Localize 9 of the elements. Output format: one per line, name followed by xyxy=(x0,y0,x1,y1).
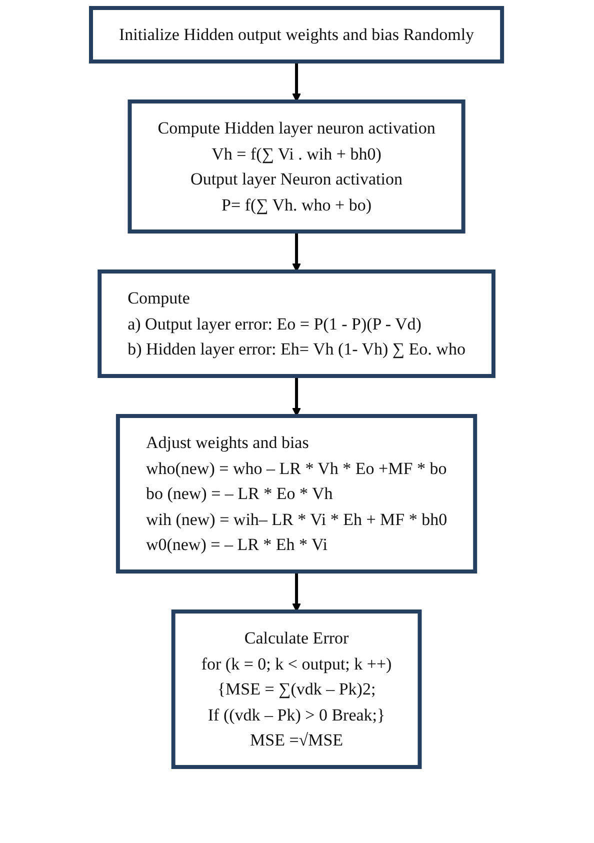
node-box: Calculate Error for (k = 0; k < output; k ++) {MSE = ∑(vdk – Pk)2; If ((vdk – Pk) > 0 Break;} MSE =√MSE xyxy=(172,610,422,769)
arrow xyxy=(292,376,302,416)
node-box: Adjust weights and bias who(new) = who – LR * Vh * Eo +MF * bo bo (new) = – LR * Eo * Vh wih (new) = wih– LR * Vi * Eh + MF * bh0 w0(new) = – LR * Eh * Vi xyxy=(116,414,478,574)
node-box: Compute Hidden layer neuron activation Vh = f(∑ Vi . wih + bh0) Output layer Neuron activation P= f(∑ Vh. who + bo) xyxy=(128,100,466,234)
node-box: Compute a) Output layer error: Eo = P(1 - P)(P - Vd) b) Hidden layer error: Eh= Vh (1- Vh) ∑ Eo. who xyxy=(98,270,496,378)
arrow xyxy=(292,572,302,612)
arrow xyxy=(292,232,302,272)
node-box: Initialize Hidden output weights and bias Randomly xyxy=(89,6,505,64)
arrow xyxy=(292,62,302,102)
